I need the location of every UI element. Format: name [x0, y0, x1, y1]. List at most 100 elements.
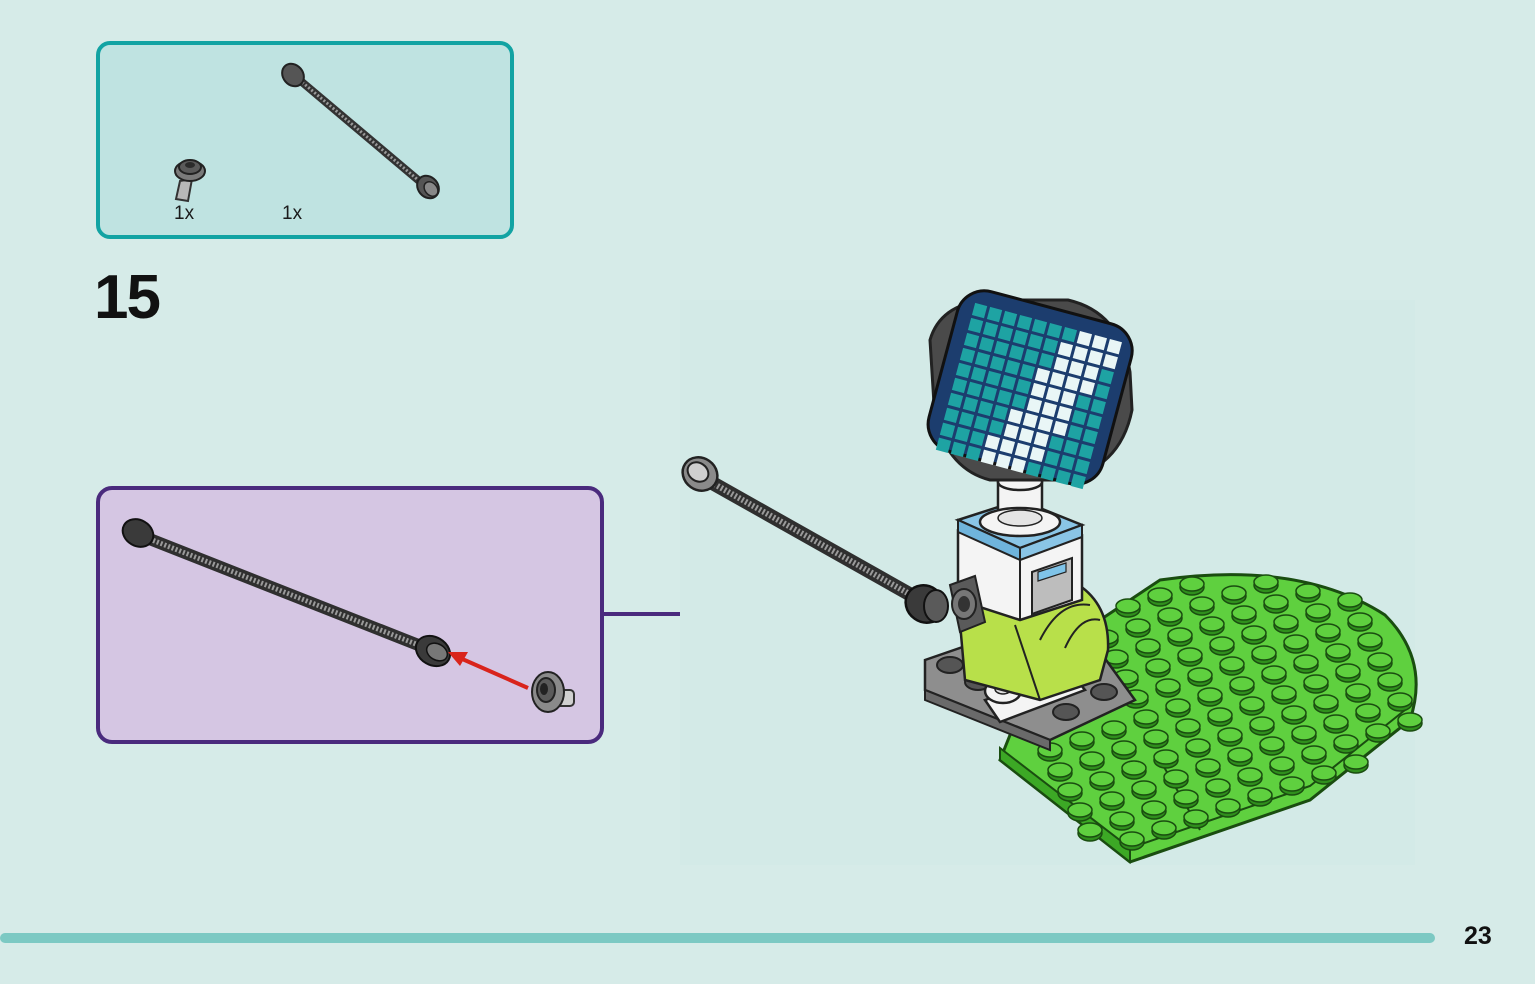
- solar-cell: [973, 415, 990, 432]
- stud-top: [1355, 703, 1381, 719]
- solar-cell: [1045, 386, 1062, 403]
- stud-top: [1229, 676, 1255, 692]
- solar-cell: [1090, 398, 1106, 415]
- stud-top: [1099, 791, 1125, 807]
- stud-top: [1143, 729, 1169, 745]
- stud-top: [1227, 747, 1253, 763]
- solar-cell: [1033, 431, 1049, 448]
- stud-top: [1167, 627, 1193, 643]
- solar-cell: [1049, 371, 1066, 388]
- stud-top: [1131, 780, 1157, 796]
- stud-top: [1109, 811, 1135, 827]
- solar-cell: [1076, 330, 1093, 347]
- solar-cell: [997, 325, 1014, 342]
- stud-top: [1249, 716, 1275, 732]
- footer-bar: [0, 933, 1435, 943]
- side-connector-icon: [948, 574, 987, 634]
- stud-top: [1195, 758, 1221, 774]
- solar-cell: [1053, 356, 1070, 373]
- solar-cell: [978, 336, 995, 353]
- solar-cell: [1046, 322, 1063, 339]
- stud-top: [1291, 725, 1317, 741]
- stud-top: [1219, 656, 1245, 672]
- stud-top: [1217, 727, 1243, 743]
- stud-top: [1343, 754, 1369, 770]
- stud-top: [1261, 665, 1287, 681]
- solar-cell: [1034, 367, 1051, 384]
- stud-top: [1199, 616, 1225, 632]
- solar-cell: [959, 347, 976, 364]
- solar-cell: [1063, 439, 1079, 456]
- solar-cell: [935, 437, 952, 453]
- solar-cell: [1094, 383, 1110, 400]
- solar-cell: [1070, 473, 1086, 490]
- stud-top: [1397, 712, 1423, 728]
- solar-cell: [967, 317, 984, 334]
- stud-top: [1177, 647, 1203, 663]
- solar-cell: [1087, 349, 1103, 366]
- solar-cell: [995, 453, 1012, 470]
- parts-list-box: 1x 1x: [96, 41, 514, 239]
- stud-top: [1253, 574, 1279, 590]
- part-quantity: 1x: [174, 203, 195, 224]
- solar-cell: [1098, 368, 1114, 385]
- solar-cell: [1008, 344, 1025, 361]
- stud-top: [1165, 698, 1191, 714]
- solar-cell: [951, 377, 968, 394]
- solar-cell: [1064, 375, 1080, 392]
- stud-top: [1057, 782, 1083, 798]
- stud-top: [1047, 762, 1073, 778]
- solar-cell: [954, 426, 971, 443]
- solar-cell: [1040, 465, 1056, 482]
- stud-top: [1305, 603, 1331, 619]
- solar-cell: [1025, 461, 1041, 478]
- callout-box: [96, 486, 604, 744]
- stud-top: [1313, 694, 1339, 710]
- solar-cell: [966, 381, 983, 398]
- stud-top: [1141, 800, 1167, 816]
- solar-cell: [947, 392, 964, 409]
- stud-top: [1187, 667, 1213, 683]
- solar-cell: [958, 411, 975, 428]
- solar-cell: [1044, 450, 1060, 467]
- stud-top: [1221, 585, 1247, 601]
- solar-cell: [950, 441, 967, 457]
- stud-top: [1153, 749, 1179, 765]
- solar-cell: [1001, 310, 1018, 327]
- solar-cell: [999, 438, 1016, 455]
- solar-cell: [1083, 364, 1099, 381]
- solar-cell: [985, 370, 1002, 387]
- stud-top: [1241, 625, 1267, 641]
- stud-top: [1325, 643, 1351, 659]
- solar-cell: [939, 422, 956, 438]
- solar-cell: [1048, 435, 1064, 452]
- stud-top: [1121, 760, 1147, 776]
- insert-arrow-icon: [448, 652, 529, 690]
- solar-cell: [1102, 353, 1118, 370]
- stud-top: [1125, 618, 1151, 634]
- stud-top: [1303, 674, 1329, 690]
- solar-cell: [1079, 379, 1095, 396]
- solar-cell: [1060, 390, 1076, 407]
- stud-top: [1315, 623, 1341, 639]
- solar-cell: [1022, 412, 1039, 429]
- stud-top: [1135, 638, 1161, 654]
- solar-cell: [1067, 424, 1083, 441]
- stud-top: [1357, 632, 1383, 648]
- stud-top: [1367, 652, 1393, 668]
- stud-top: [1377, 672, 1403, 688]
- solar-cell: [986, 306, 1003, 323]
- solar-cell: [955, 362, 972, 379]
- solar-cell: [965, 445, 982, 461]
- stud-top: [1259, 736, 1285, 752]
- connector-piece-icon: [531, 671, 575, 713]
- stud-top: [1189, 596, 1215, 612]
- solar-cell: [1015, 378, 1032, 395]
- page-number: 23: [1464, 922, 1492, 950]
- stud-top: [1333, 734, 1359, 750]
- solar-cell: [1037, 416, 1053, 433]
- stud-top: [1283, 634, 1309, 650]
- stud-top: [1347, 612, 1373, 628]
- stud-top: [1205, 778, 1231, 794]
- solar-cell: [1078, 443, 1094, 460]
